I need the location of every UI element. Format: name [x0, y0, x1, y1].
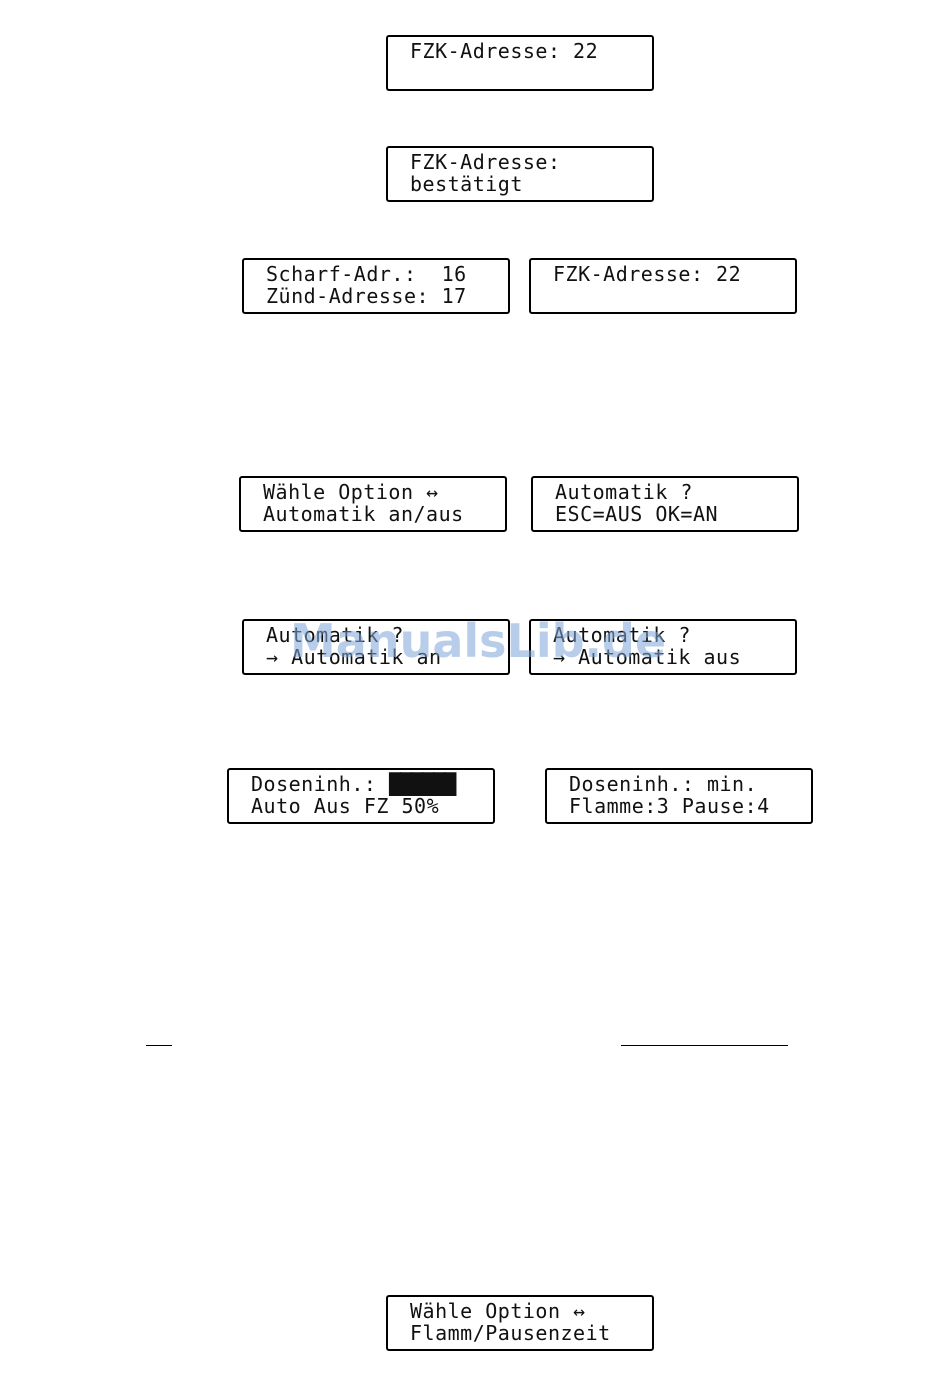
lcd-line-2: ESC=AUS OK=AN — [555, 502, 719, 526]
lcd-line-1: Wähle Option ↔ — [410, 1299, 586, 1323]
lcd-automatic-off: Automatik ? → Automatik aus — [529, 619, 797, 675]
lcd-can-content-level: Doseninh.: ██████ Auto Aus FZ 50% — [227, 768, 495, 824]
lcd-line-1: FZK-Adresse: — [410, 150, 561, 174]
lcd-line-2: Flamme:3 Pause:4 — [569, 794, 770, 818]
lcd-fzk-confirmed: FZK-Adresse: bestätigt — [386, 146, 654, 202]
watermark: ManualsLib.de — [290, 614, 667, 668]
fill-level-bar: ██████ — [388, 772, 456, 796]
can-content-label: Doseninh.: — [251, 772, 389, 796]
lcd-line-2: → Automatik an — [266, 645, 442, 669]
lcd-line-1: Scharf-Adr.: 16 — [266, 262, 467, 286]
lcd-choose-flame-pause: Wähle Option ↔ Flamm/Pausenzeit — [386, 1295, 654, 1351]
lcd-automatic-query: Automatik ? ESC=AUS OK=AN — [531, 476, 799, 532]
lcd-line-1: Doseninh.: ██████ — [251, 772, 456, 796]
lcd-line-1: Automatik ? — [553, 623, 691, 647]
lcd-line-2: → Automatik aus — [553, 645, 742, 669]
divider-long — [621, 1045, 788, 1046]
lcd-line-1: Automatik ? — [266, 623, 404, 647]
lcd-automatic-on: Automatik ? → Automatik an — [242, 619, 510, 675]
lcd-line-1: FZK-Adresse: 22 — [410, 39, 599, 63]
lcd-line-2: Auto Aus FZ 50% — [251, 794, 440, 818]
lcd-fzk-address-right: FZK-Adresse: 22 — [529, 258, 797, 314]
lcd-can-content-min: Doseninh.: min. Flamme:3 Pause:4 — [545, 768, 813, 824]
lcd-line-1: FZK-Adresse: 22 — [553, 262, 742, 286]
lcd-line-1: Doseninh.: min. — [569, 772, 758, 796]
divider-short — [146, 1045, 172, 1046]
lcd-line-2: Automatik an/aus — [263, 502, 464, 526]
lcd-scharf-zuend-address: Scharf-Adr.: 16 Zünd-Adresse: 17 — [242, 258, 510, 314]
lcd-line-2: bestätigt — [410, 172, 523, 196]
lcd-choose-automatic: Wähle Option ↔ Automatik an/aus — [239, 476, 507, 532]
lcd-line-1: Wähle Option ↔ — [263, 480, 439, 504]
lcd-line-2: Flamm/Pausenzeit — [410, 1321, 611, 1345]
lcd-line-1: Automatik ? — [555, 480, 693, 504]
lcd-fzk-address: FZK-Adresse: 22 — [386, 35, 654, 91]
lcd-line-2: Zünd-Adresse: 17 — [266, 284, 467, 308]
